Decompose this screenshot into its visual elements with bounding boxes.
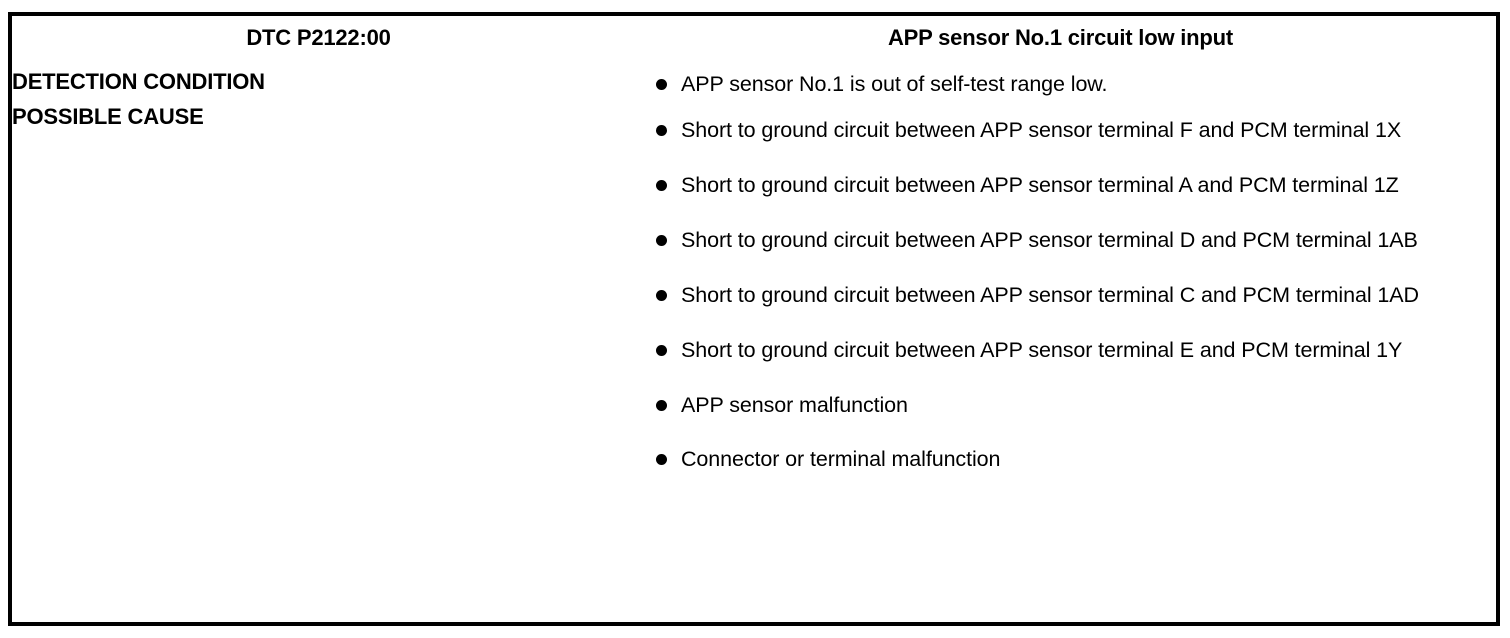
list-item-text: Connector or terminal malfunction — [681, 447, 1001, 471]
possible-cause-label: POSSIBLE CAUSE — [12, 104, 204, 129]
list-item-text: Short to ground circuit between APP sens… — [681, 173, 1399, 197]
list-item-text: Short to ground circuit between APP sens… — [681, 338, 1403, 362]
bullet-dot-icon — [656, 454, 667, 465]
list-item-text: Short to ground circuit between APP sens… — [681, 283, 1419, 307]
bullet-dot-icon — [656, 79, 667, 90]
bullet-dot-icon — [656, 290, 667, 301]
list-item: Short to ground circuit between APP sens… — [625, 225, 1496, 255]
bullet-dot-icon — [656, 400, 667, 411]
list-item: APP sensor malfunction — [625, 390, 1496, 420]
bullet-dot-icon — [656, 235, 667, 246]
list-item-text: Short to ground circuit between APP sens… — [681, 118, 1402, 142]
table-header-row: DTC P2122:00 APP sensor No.1 circuit low… — [12, 16, 1496, 60]
list-item: Short to ground circuit between APP sens… — [625, 115, 1496, 145]
dtc-diagnostic-table: DTC P2122:00 APP sensor No.1 circuit low… — [8, 12, 1500, 626]
possible-cause-content-cell: Short to ground circuit between APP sens… — [625, 104, 1496, 622]
list-item-text: APP sensor No.1 is out of self-test rang… — [681, 72, 1108, 96]
list-item: Connector or terminal malfunction — [625, 444, 1496, 474]
bullet-dot-icon — [656, 345, 667, 356]
list-item: Short to ground circuit between APP sens… — [625, 280, 1496, 310]
dtc-code-header-cell: DTC P2122:00 — [246, 25, 391, 50]
list-item: Short to ground circuit between APP sens… — [625, 170, 1496, 200]
detection-condition-bullet-list: APP sensor No.1 is out of self-test rang… — [625, 60, 1496, 99]
detection-condition-row: DETECTION CONDITION APP sensor No.1 is o… — [12, 60, 1496, 104]
list-item: APP sensor No.1 is out of self-test rang… — [625, 69, 1496, 99]
fault-title-header-cell: APP sensor No.1 circuit low input — [887, 25, 1234, 50]
list-item: Short to ground circuit between APP sens… — [625, 335, 1496, 365]
possible-cause-row: POSSIBLE CAUSE Short to ground circuit b… — [12, 104, 1496, 622]
detection-condition-label: DETECTION CONDITION — [12, 69, 265, 94]
list-item-text: Short to ground circuit between APP sens… — [681, 228, 1418, 252]
bullet-dot-icon — [656, 125, 667, 136]
detection-condition-content-cell: APP sensor No.1 is out of self-test rang… — [625, 60, 1496, 104]
possible-cause-bullet-list: Short to ground circuit between APP sens… — [625, 104, 1496, 474]
bullet-dot-icon — [656, 180, 667, 191]
list-item-text: APP sensor malfunction — [681, 393, 908, 417]
